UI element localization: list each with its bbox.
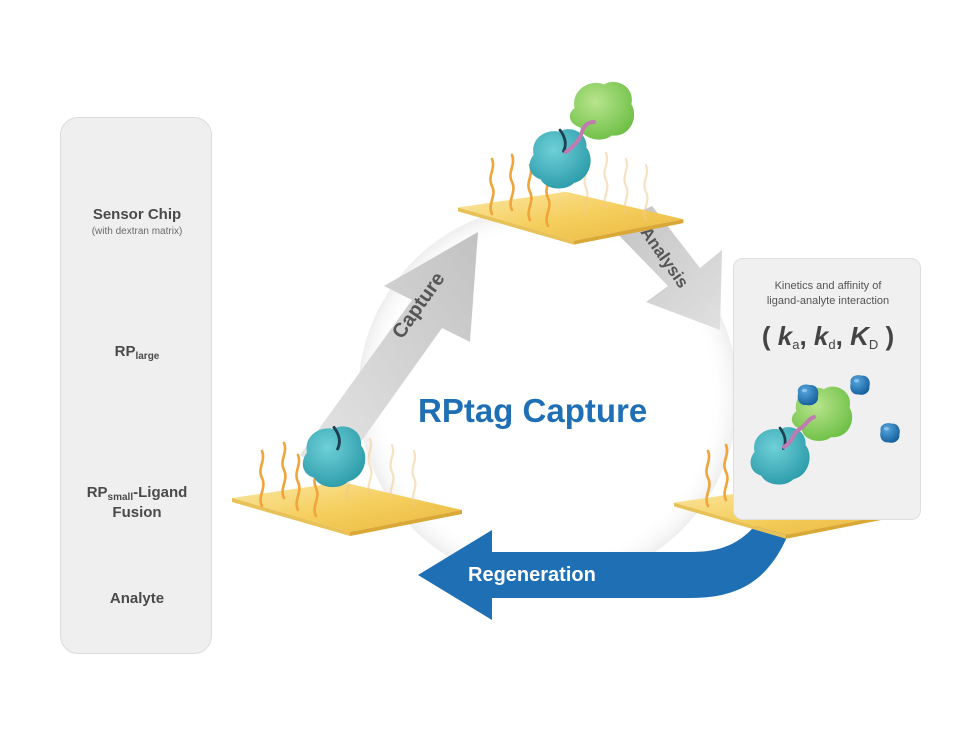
analyte-free-2 [880, 423, 900, 443]
kinetics-line2: ligand-analyte interaction [766, 295, 890, 307]
rp-large-bottom-left [301, 424, 367, 489]
kinetics-formula: ( ka, kd, KD ) [761, 321, 895, 352]
analyte-bound [797, 384, 819, 406]
linker-kinetics [782, 415, 816, 449]
diagram-title: RPtag Capture [418, 392, 648, 429]
kinetics-panel: Kinetics and affinity of ligand-analyte … [733, 258, 921, 520]
legend-fusion-label: Fusion [112, 504, 162, 521]
analyte-free-1 [850, 375, 870, 395]
linker-top [564, 120, 596, 154]
legend-sensor-chip-note: (with dextran matrix) [91, 226, 183, 237]
legend-panel: Sensor Chip (with dextran matrix) RPlarg… [60, 117, 212, 654]
kinetics-illustration [749, 375, 900, 486]
legend-sensor-chip-label: Sensor Chip [92, 206, 182, 223]
legend-analyte-label: Analyte [109, 590, 165, 607]
regeneration-label: Regeneration [468, 564, 596, 586]
legend-rp-small-ligand-label: RPsmall-Ligand [86, 484, 188, 503]
ligand-top [569, 81, 635, 140]
kinetics-line1: Kinetics and affinity of [774, 280, 882, 292]
regeneration-arrow [418, 520, 790, 620]
rp-large-kinetics [749, 425, 811, 486]
capture-arrow [300, 232, 478, 478]
legend-rp-large-label: RPlarge [114, 343, 160, 362]
analysis-arrow [610, 206, 722, 330]
